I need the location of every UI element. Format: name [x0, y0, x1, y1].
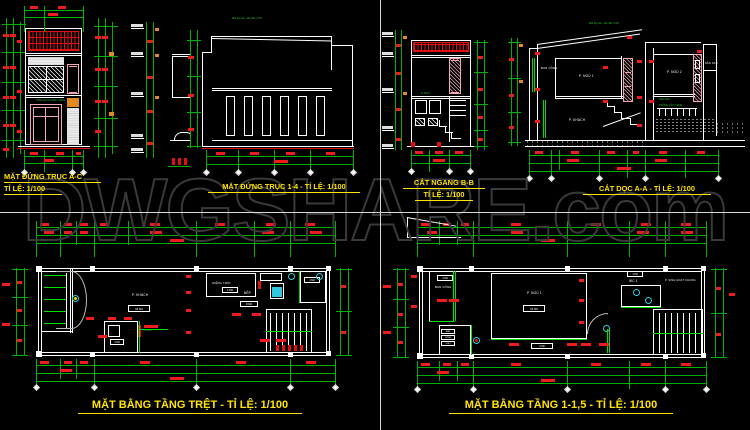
room-area-phong-khach: 18 M2 — [128, 305, 150, 312]
panel-first-floor-plan[interactable]: 3 M2 BAN CÔNG P. NGỦ 1 16 M2 BAN CÔNG 3 … — [381, 213, 750, 430]
roof-note-sectionaa: Mái lợp tôn - Độ dốc 2.5% — [589, 22, 620, 25]
panel-ground-floor-plan[interactable]: P. KHÁCH 18 M2 GIẾNG TRỜI 4 M2 BẾP 9 M2 … — [0, 213, 380, 430]
caption-front-elevation-ac-line2: TỈ LỆ: 1/100 — [4, 184, 46, 193]
panel-cross-section-bb[interactable]: P. NGỦ CẮT NGANG B-B TỈ LỆ: 1/100 — [381, 0, 507, 212]
caption-front-elevation-ac-line1: MẶT ĐỨNG TRỤC A-C — [4, 172, 83, 181]
panel-divider-vertical-top — [380, 0, 381, 212]
room-area-wc1: 4 M2 — [627, 271, 643, 277]
room-area-gieng-troi: 4 M2 — [222, 287, 238, 293]
room-label-shc: P. SINH HOẠT CHUNG — [665, 279, 696, 282]
caption-ground-floor-plan: MẶT BẰNG TẦNG TRỆT - TỈ LỆ: 1/100 — [91, 399, 289, 411]
room-label-bep: BẾP — [244, 291, 251, 295]
panel-front-elevation-ac[interactable]: SƠN NƯỚC MÀU VÀNG — [0, 0, 190, 212]
caption-cross-section-bb-line1: CẮT NGANG B-B — [414, 178, 474, 187]
panel-side-elevation-14[interactable]: Mái lợp tôn - Độ dốc 2.5% — [186, 0, 380, 212]
caption-side-elevation-14: MẶT ĐỨNG TRỤC 1-4 - TỈ LỆ: 1/100 — [222, 182, 346, 191]
label-tu-giay: TỦ GIÀY — [142, 329, 153, 332]
room-area-ngu1: 16 M2 — [523, 305, 545, 312]
room-label-gieng-troi: GIẾNG TRỜI — [212, 281, 231, 285]
section-room-label-ngu1: P. NGỦ 1 — [579, 74, 594, 78]
room-label-wc1: WC 1 — [629, 279, 638, 283]
caption-first-floor-plan: MẶT BẰNG TẦNG 1-1,5 - TỈ LỆ: 1/100 — [464, 399, 658, 411]
room-area-wc-ground: 3 M2 — [110, 339, 124, 345]
panel-divider-horizontal — [0, 212, 750, 213]
section-room-label-khach: P. KHÁCH — [569, 118, 586, 122]
roof-note-elev14: Mái lợp tôn - Độ dốc 2.5% — [232, 17, 263, 20]
room-label-phong-khach: P. KHÁCH — [132, 293, 149, 297]
room-label-ngu1: P. NGỦ 1 — [527, 291, 542, 295]
panel-long-section-aa[interactable]: Mái lợp tôn - Độ dốc 2.5% P. NGỦ 1 — [507, 0, 750, 212]
section-room-label-bancong: BAN CÔNG — [541, 66, 558, 70]
room-label-bancong: BAN CÔNG — [435, 285, 452, 289]
room-area-bancong: 3 M2 — [437, 275, 453, 281]
panel-divider-vertical-bottom — [380, 212, 381, 430]
room-area-bep: 9 M2 — [240, 301, 258, 307]
section-room-label-ngu2: P. NGỦ 2 — [667, 70, 682, 74]
caption-long-section-aa: CẮT DỌC A-A - TỈ LỆ: 1/100 — [599, 184, 695, 193]
caption-cross-section-bb-line2: TỈ LỆ: 1/100 — [423, 190, 465, 199]
